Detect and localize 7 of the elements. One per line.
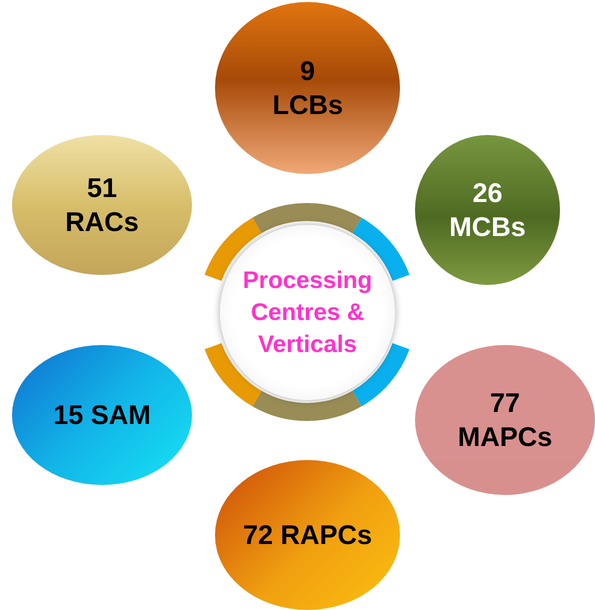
node-label: 51 RACs: [64, 172, 140, 239]
node-label: 77 MAPCs: [456, 387, 554, 454]
node-label: 9 LCBs: [272, 55, 342, 122]
node-label: Processing Centres & Verticals: [242, 266, 374, 360]
node-label: 72 RAPCs: [242, 519, 372, 552]
node-label: 26 MCBs: [448, 177, 527, 244]
node-label: 15 SAM: [52, 399, 152, 432]
